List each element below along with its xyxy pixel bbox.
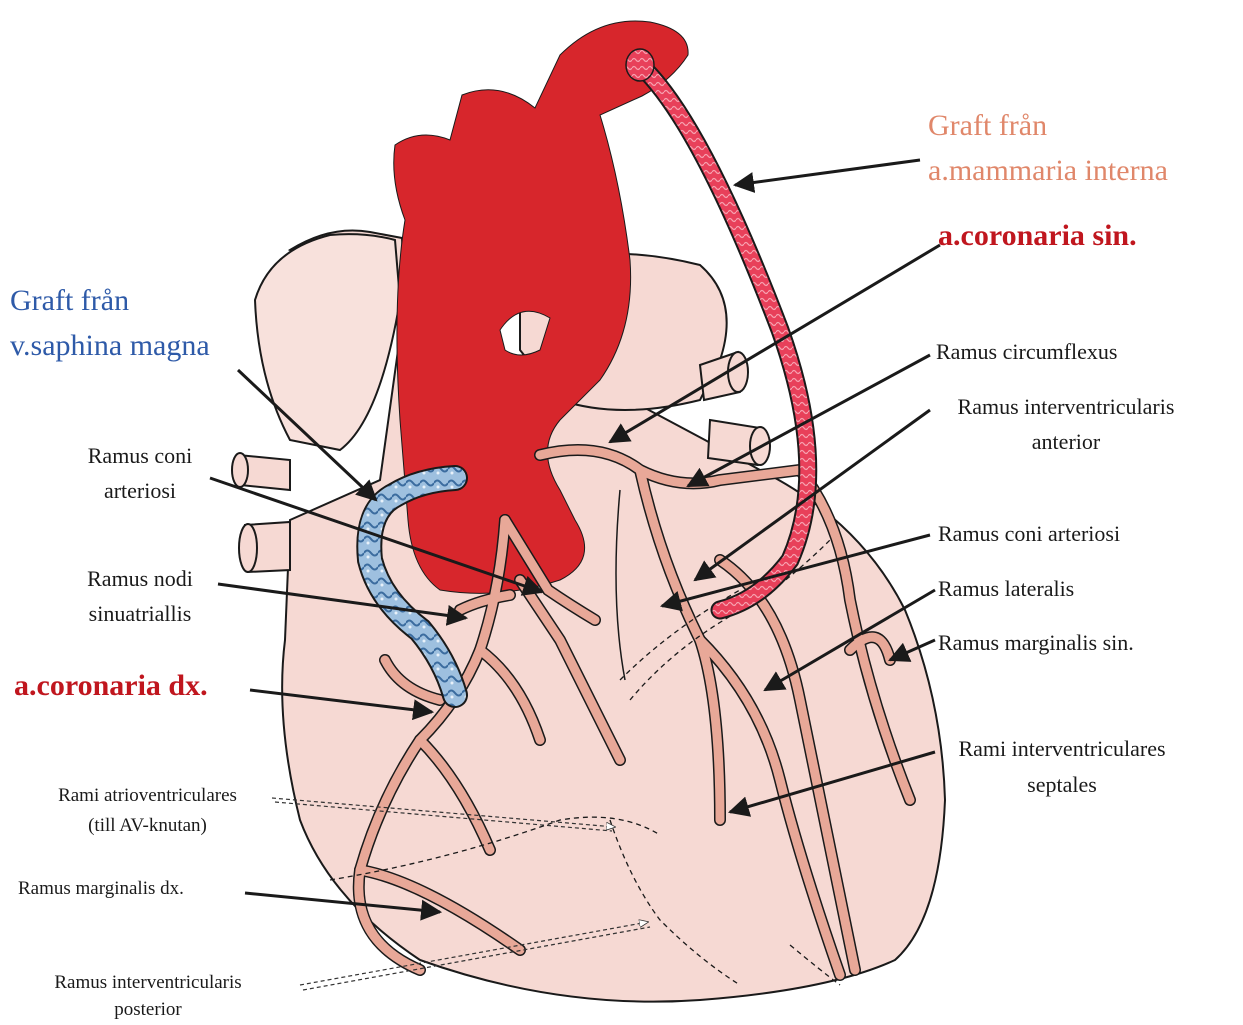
ramus-iv-posterior-label-line1: Ramus interventricularis [18,970,278,996]
ramus-lateralis-label: Ramus lateralis [938,575,1074,603]
ramus-coni-right-label: Ramus coni arteriosi [938,520,1120,548]
ramus-nodi-label-line2: sinuatriallis [55,600,225,628]
ramus-iv-anterior-label-line2: anterior [930,428,1202,456]
ramus-marginalis-dx-label: Ramus marginalis dx. [18,876,184,902]
coronaria-sin-label: a.coronaria sin. [938,218,1137,254]
coronaria-dx-label: a.coronaria dx. [14,668,208,704]
ramus-marginalis-sin-label: Ramus marginalis sin. [938,629,1134,657]
ramus-nodi-label-line1: Ramus nodi [55,565,225,593]
rami-septales-label-line2: septales [932,771,1192,799]
graft-saphena-label-line2: v.saphina magna [10,328,210,364]
graft-mammaria-label-line2: a.mammaria interna [928,153,1168,189]
ramus-circumflexus-label: Ramus circumflexus [936,338,1117,366]
rami-av-label-line2: (till AV-knutan) [20,813,275,839]
graft-saphena-label-line1: Graft från [10,283,129,319]
rami-septales-label-line1: Rami interventriculares [932,735,1192,763]
ramus-iv-anterior-label-line1: Ramus interventricularis [930,393,1202,421]
rami-av-label-line1: Rami atrioventriculares [20,783,275,809]
graft-mammaria-label-line1: Graft från [928,108,1047,144]
ramus-iv-posterior-label-line2: posterior [18,997,278,1023]
ramus-coni-left-label-line2: arteriosi [60,477,220,505]
ramus-coni-left-label-line1: Ramus coni [60,442,220,470]
